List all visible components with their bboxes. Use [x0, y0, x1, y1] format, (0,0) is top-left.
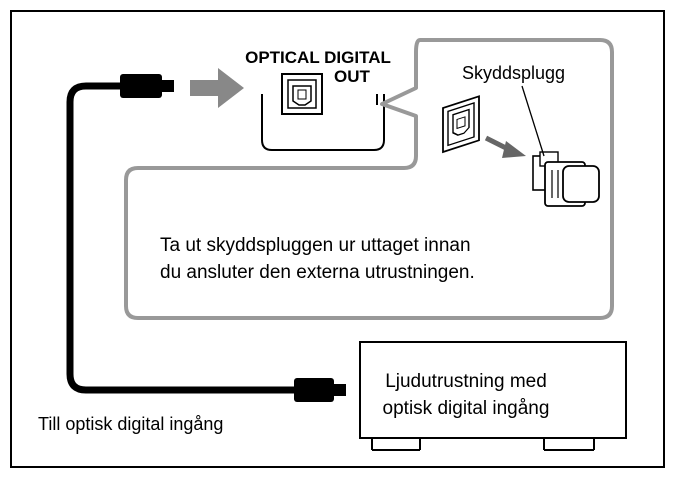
device-label-line1: Ljudutrustning med — [385, 371, 547, 392]
plug-label: Skyddsplugg — [462, 63, 565, 83]
callout-bubble — [124, 38, 614, 320]
optical-cable — [66, 82, 296, 394]
cable-plug-bottom — [294, 378, 346, 402]
plug-leader-line — [521, 85, 545, 157]
optical-port — [281, 73, 323, 115]
jack-illustration — [442, 95, 480, 154]
insert-arrow — [190, 68, 244, 108]
input-label: Till optisk digital ingång — [38, 414, 223, 434]
instruction-line1: Ta ut skyddspluggen ur uttaget innan — [160, 235, 471, 256]
cable-plug-top — [120, 74, 174, 98]
removal-arrow-head — [502, 141, 526, 158]
rear-panel-block — [261, 94, 385, 151]
instruction-line2: du ansluter den externa utrustningen. — [160, 262, 475, 283]
port-label-line1: OPTICAL DIGITAL — [245, 48, 391, 67]
protective-plug — [532, 151, 600, 207]
audio-equipment-box — [359, 341, 627, 451]
port-label-line2: OUT — [334, 67, 371, 86]
device-label-line2: optisk digital ingång — [383, 398, 550, 419]
